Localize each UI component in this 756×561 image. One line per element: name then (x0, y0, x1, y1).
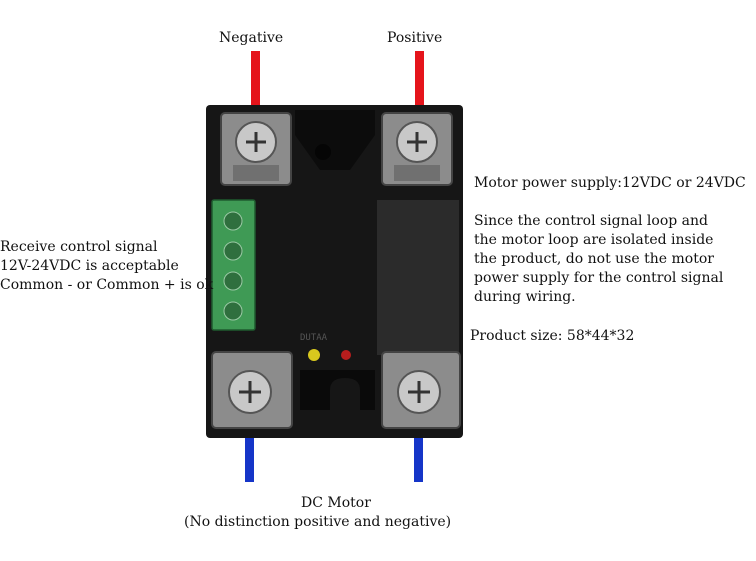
negative-wire (251, 51, 260, 113)
positive-label: Positive (387, 30, 443, 46)
control-signal-line-1: Receive control signal (0, 239, 158, 255)
svg-text:DUTAA: DUTAA (300, 333, 328, 343)
control-terminal-block (211, 199, 256, 331)
isolation-note-line-2: the motor loop are isolated inside (474, 232, 714, 248)
control-signal-line-2: 12V-24VDC is acceptable (0, 258, 179, 274)
isolation-note-line-1: Since the control signal loop and (474, 213, 708, 229)
screw-terminal-icon (381, 351, 461, 429)
control-signal-line-3: Common - or Common + is ok (0, 277, 214, 293)
dc-motor-label: DC Motor (301, 495, 371, 511)
product-size-label: Product size: 58*44*32 (470, 328, 635, 344)
screw-terminal-icon (220, 112, 292, 186)
isolation-note-line-5: during wiring. (474, 289, 576, 305)
negative-label: Negative (219, 30, 284, 46)
motor-wire-left (245, 422, 254, 482)
dc-motor-note: (No distinction positive and negative) (184, 514, 452, 530)
isolation-note-line-3: the product, do not use the motor (474, 251, 714, 267)
motor-wire-right (414, 422, 423, 482)
led-indicator-icon (341, 350, 351, 360)
isolation-note-line-4: power supply for the control signal (474, 270, 724, 286)
motor-supply-label: Motor power supply:12VDC or 24VDC (474, 175, 746, 191)
screw-terminal-icon (211, 351, 293, 429)
led-indicator-icon (308, 349, 320, 361)
positive-wire (415, 51, 424, 113)
screw-terminal-icon (381, 112, 453, 186)
